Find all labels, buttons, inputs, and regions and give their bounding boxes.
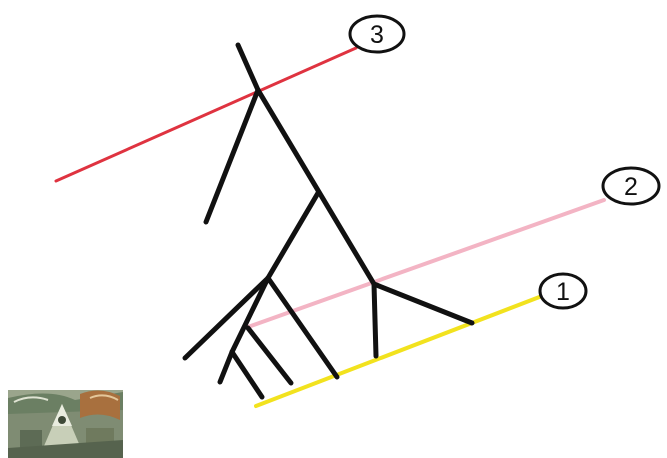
tree-branch-i bbox=[374, 284, 472, 323]
tree-branch-h bbox=[374, 284, 376, 356]
tree-main-trunk bbox=[258, 90, 374, 284]
tree-branch-g bbox=[232, 352, 262, 397]
label-1-marker: 1 bbox=[540, 274, 586, 308]
label-2-text: 2 bbox=[624, 173, 638, 201]
tree-trunk-top bbox=[238, 45, 258, 90]
label-2-marker: 2 bbox=[603, 168, 659, 204]
tree-branch-a bbox=[268, 193, 318, 278]
tree-branch-b bbox=[185, 278, 268, 358]
yellow-line bbox=[256, 296, 542, 406]
red-line bbox=[56, 48, 356, 181]
tree bbox=[185, 45, 472, 397]
tree-branch-e bbox=[220, 352, 232, 382]
label-1-text: 1 bbox=[556, 278, 570, 306]
tree-branch-c bbox=[268, 278, 337, 377]
illuminati-pyramid-logo bbox=[8, 390, 123, 458]
label-3-text: 3 bbox=[370, 21, 384, 49]
tree-branch-d bbox=[232, 278, 268, 352]
label-3-marker: 3 bbox=[350, 16, 404, 52]
tree-branch-f bbox=[248, 328, 291, 383]
